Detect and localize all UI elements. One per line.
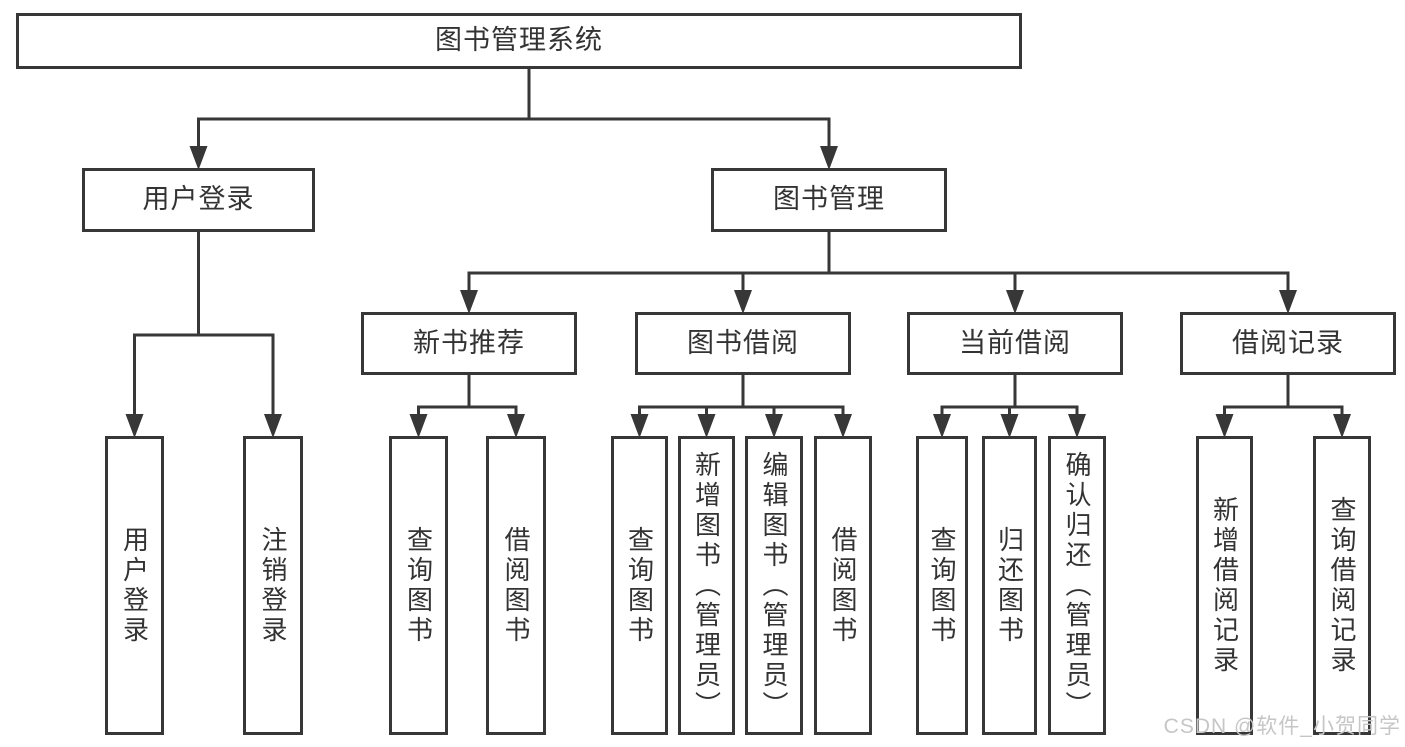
node-new-book-recommend: 新书推荐 bbox=[361, 312, 577, 375]
node-label-library-system: 图书管理系统 bbox=[435, 25, 603, 56]
node-logout-leaf: 注销登录 bbox=[243, 436, 303, 735]
node-label-query-books-current: 查询图书 bbox=[927, 525, 957, 646]
node-label-book-borrowing: 图书借阅 bbox=[687, 327, 799, 358]
watermark-text: CSDN @软件_小贺同学 bbox=[1163, 715, 1401, 738]
node-label-user-login: 用户登录 bbox=[142, 184, 255, 215]
node-confirm-return-admin: 确认归还（管理员） bbox=[1048, 436, 1106, 735]
node-query-books-borrow: 查询图书 bbox=[611, 436, 668, 735]
node-label-borrowing-records: 借阅记录 bbox=[1232, 327, 1344, 358]
node-label-new-book-recommend: 新书推荐 bbox=[413, 327, 525, 358]
node-user-login-leaf: 用户登录 bbox=[105, 436, 164, 735]
node-book-borrowing: 图书借阅 bbox=[635, 312, 851, 375]
node-label-add-borrow-record: 新增借阅记录 bbox=[1209, 495, 1240, 676]
node-label-borrow-books-borrow: 借阅图书 bbox=[828, 525, 858, 646]
node-label-edit-books-admin: 编辑图书（管理员） bbox=[759, 450, 789, 721]
node-query-books-new: 查询图书 bbox=[389, 436, 448, 735]
node-label-query-books-new: 查询图书 bbox=[403, 525, 434, 646]
node-user-login: 用户登录 bbox=[82, 168, 315, 232]
node-add-books-admin: 新增图书（管理员） bbox=[678, 436, 735, 735]
node-add-borrow-record: 新增借阅记录 bbox=[1196, 436, 1253, 735]
node-return-books: 归还图书 bbox=[982, 436, 1037, 735]
node-label-query-borrow-record: 查询借阅记录 bbox=[1327, 495, 1357, 676]
node-borrow-books-new: 借阅图书 bbox=[486, 436, 546, 735]
node-label-query-books-borrow: 查询图书 bbox=[624, 525, 655, 646]
node-library-system: 图书管理系统 bbox=[16, 13, 1022, 69]
node-query-books-current: 查询图书 bbox=[916, 436, 968, 735]
node-book-management: 图书管理 bbox=[711, 168, 947, 232]
node-label-book-management: 图书管理 bbox=[773, 184, 885, 215]
node-label-return-books: 归还图书 bbox=[994, 525, 1025, 646]
node-label-add-books-admin: 新增图书（管理员） bbox=[691, 450, 722, 721]
node-label-borrow-books-new: 借阅图书 bbox=[501, 525, 531, 646]
node-query-borrow-record: 查询借阅记录 bbox=[1313, 436, 1371, 735]
node-label-logout-leaf: 注销登录 bbox=[258, 525, 288, 646]
node-current-borrowing: 当前借阅 bbox=[907, 312, 1123, 375]
node-borrow-books-borrow: 借阅图书 bbox=[814, 436, 872, 735]
node-label-current-borrowing: 当前借阅 bbox=[959, 327, 1071, 358]
node-borrowing-records: 借阅记录 bbox=[1180, 312, 1396, 375]
node-edit-books-admin: 编辑图书（管理员） bbox=[745, 436, 803, 735]
node-label-user-login-leaf: 用户登录 bbox=[119, 525, 150, 646]
node-label-confirm-return-admin: 确认归还（管理员） bbox=[1062, 450, 1092, 721]
